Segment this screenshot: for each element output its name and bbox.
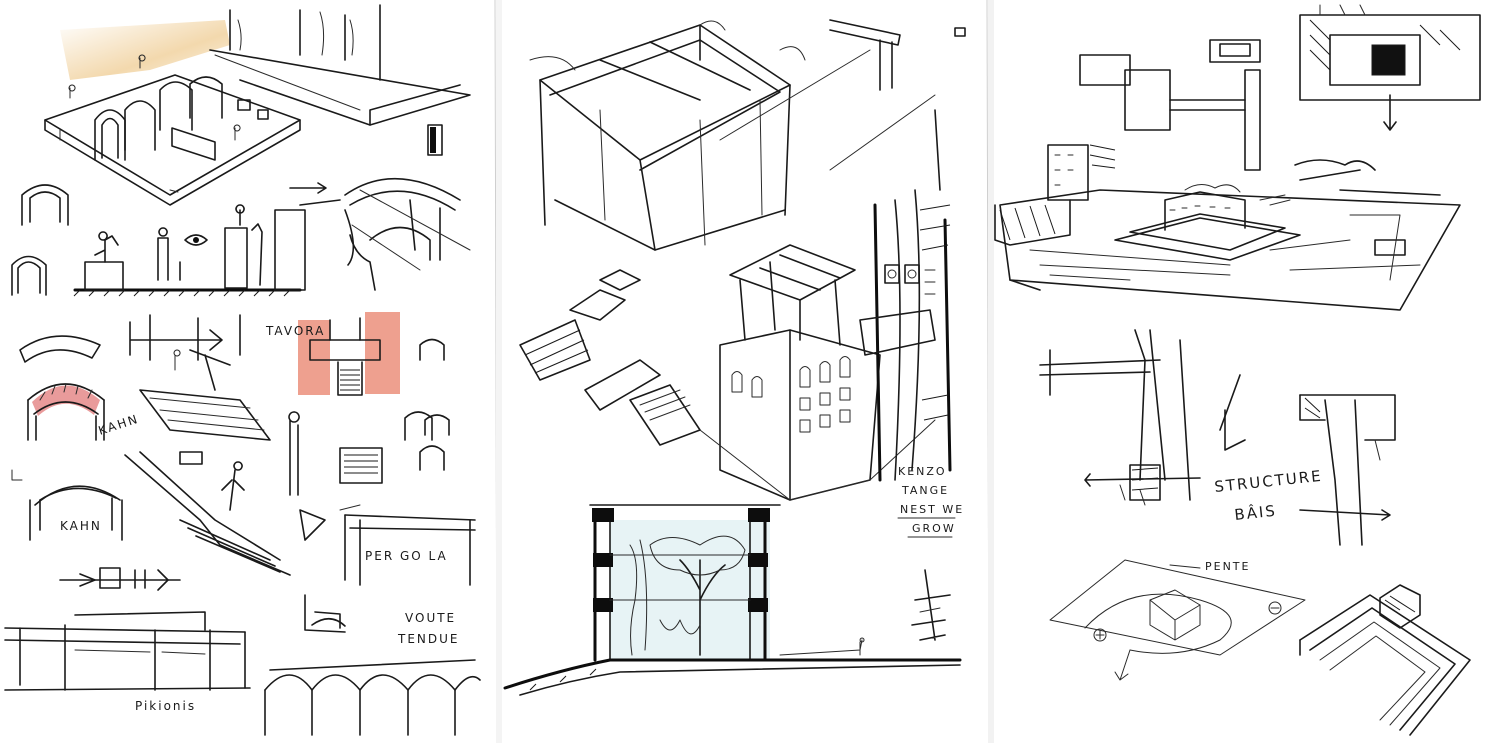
voute-tendue-sketch — [304, 594, 346, 633]
small-arch-studies — [404, 338, 450, 471]
label-kenzo-2: TANGE — [901, 484, 949, 497]
long-elevation-sketch — [4, 611, 251, 691]
blue-wash — [610, 520, 770, 660]
frame-elevation — [129, 314, 241, 371]
arcade-sketch — [264, 659, 481, 736]
arched-courtyard-sketch — [44, 54, 301, 206]
structure-study-left — [1039, 329, 1201, 506]
label-kenzo-3: NEST WE — [900, 503, 964, 516]
structure-study-middle — [1219, 374, 1246, 451]
left-page: KAHN KAHN — [4, 4, 481, 736]
label-voute-1: VOUTE — [405, 611, 456, 625]
section-with-figures — [73, 204, 306, 297]
arch-studies — [11, 184, 101, 363]
label-pente: PENTE — [1205, 560, 1250, 573]
plaza-steps-sketch — [209, 4, 471, 126]
kahn-arch-colored — [27, 383, 105, 441]
tavora-sketch — [298, 312, 400, 396]
kahn-arch-study — [11, 469, 123, 541]
page-gutter-right — [986, 0, 994, 743]
page-gutter-left — [494, 0, 502, 743]
label-tavora: TAVORA — [265, 324, 325, 338]
terraced-steps-sketch — [1299, 584, 1471, 736]
structure-study-right — [1299, 394, 1396, 546]
label-pergola: PER GO LA — [365, 549, 448, 563]
stair-study — [139, 349, 271, 441]
ochre-wash — [60, 20, 230, 80]
label-voute-2: TENDUE — [397, 632, 460, 646]
right-page: STRUCTURE BÂIS PENTE — [994, 4, 1481, 736]
ramp-with-stairs — [124, 411, 300, 576]
plan-arrow-sketch — [59, 567, 181, 591]
hatched-frame-top — [1299, 4, 1481, 131]
hatched-block — [299, 447, 383, 541]
small-frame-sketch — [911, 569, 951, 641]
frame-plan-sketch — [1079, 39, 1261, 171]
courtyard-perspective — [994, 144, 1461, 311]
stepped-blocks — [519, 269, 701, 446]
site-plan-sketch — [1049, 559, 1306, 681]
label-structure-2: BÂIS — [1233, 501, 1277, 524]
building-with-pergola — [699, 244, 936, 501]
middle-page: KENZO TANGE NEST WE GROW — [503, 19, 966, 696]
label-pikionis: Pikionis — [135, 699, 196, 713]
pergola-sketch — [339, 504, 476, 586]
label-structure-1: STRUCTURE — [1214, 467, 1324, 496]
tree-bridge-sketch — [859, 109, 952, 482]
beam-detail — [829, 19, 966, 91]
label-kenzo-1: KENZO — [898, 465, 947, 478]
column-detail-sketch — [427, 124, 443, 156]
pergola-frame-perspective — [529, 20, 936, 251]
label-kenzo-4: GROW — [912, 522, 956, 535]
section-with-tree — [503, 504, 962, 696]
roof-curve-sketch — [289, 177, 471, 291]
label-kahn-2: KAHN — [60, 519, 102, 533]
